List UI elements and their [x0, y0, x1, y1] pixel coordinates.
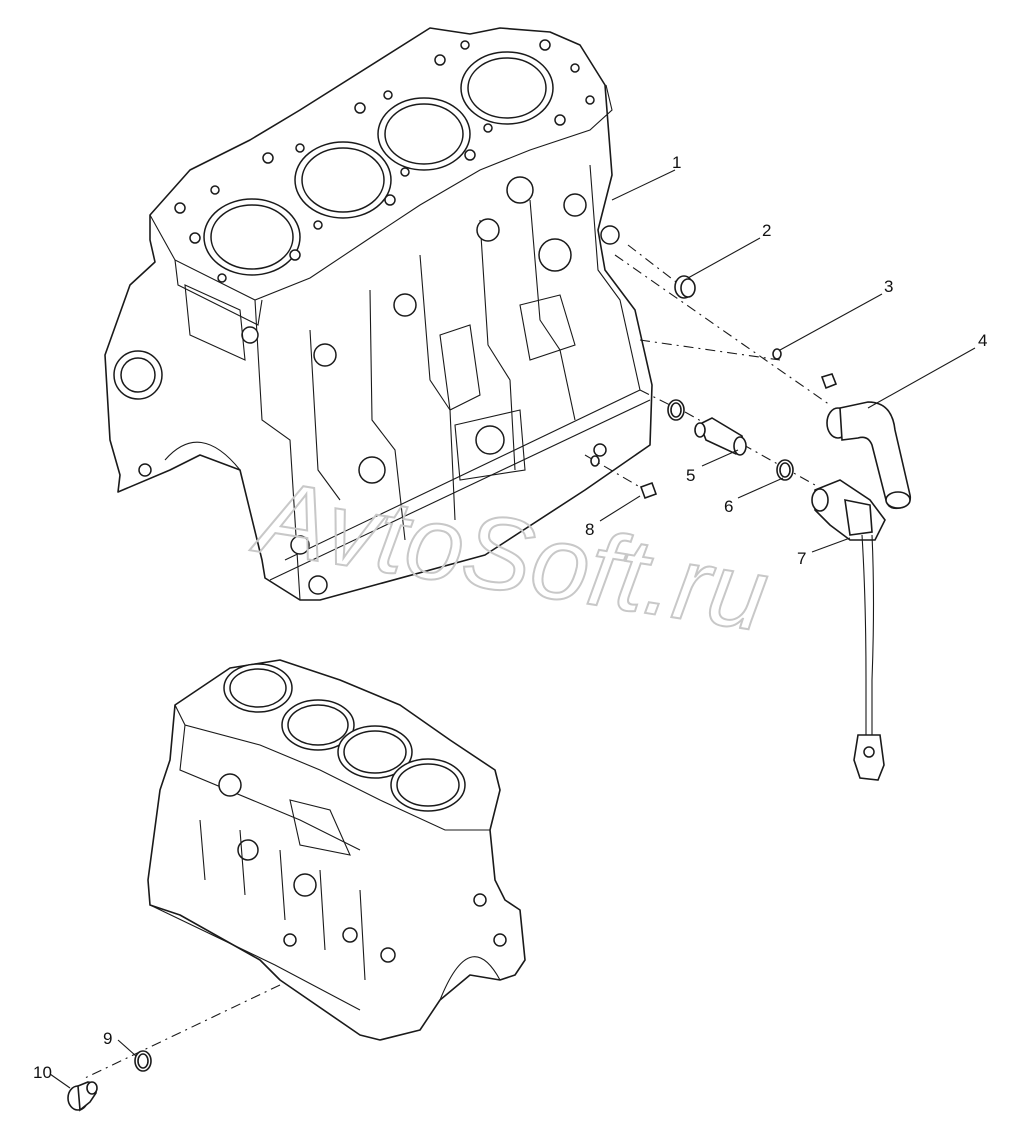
part-washer-9 — [134, 1050, 152, 1072]
watermark: AvtoSoft.ru — [245, 458, 775, 654]
assembly-line-lower — [84, 984, 281, 1079]
part-washer-6 — [776, 459, 794, 481]
part-plug-3 — [820, 373, 838, 390]
callout-2: 2 — [762, 221, 771, 240]
callout-7: 7 — [797, 549, 806, 568]
part-seal-ring-5 — [667, 399, 685, 421]
engine-block-upper — [104, 27, 653, 601]
engine-block-lower — [147, 659, 526, 1041]
part-drain-plug-10 — [67, 1081, 98, 1112]
callout-3: 3 — [884, 277, 893, 296]
callout-leaders — [49, 169, 976, 1089]
part-valve-5 — [694, 417, 747, 456]
callout-5: 5 — [686, 466, 695, 485]
callout-6: 6 — [724, 497, 733, 516]
callout-10: 10 — [33, 1063, 52, 1082]
part-plug-2 — [674, 275, 696, 299]
part-washer-8 — [590, 455, 600, 467]
callout-4: 4 — [978, 331, 987, 350]
part-plug-8 — [639, 481, 658, 500]
callout-9: 9 — [103, 1029, 112, 1048]
assembly-lines-upper — [584, 244, 831, 491]
callout-8: 8 — [585, 520, 594, 539]
part-washer-3 — [772, 348, 782, 360]
deck-holes — [174, 39, 595, 283]
callout-1: 1 — [672, 153, 681, 172]
part-fitting-4 — [826, 401, 912, 510]
part-pressure-sensor-7 — [811, 479, 886, 781]
